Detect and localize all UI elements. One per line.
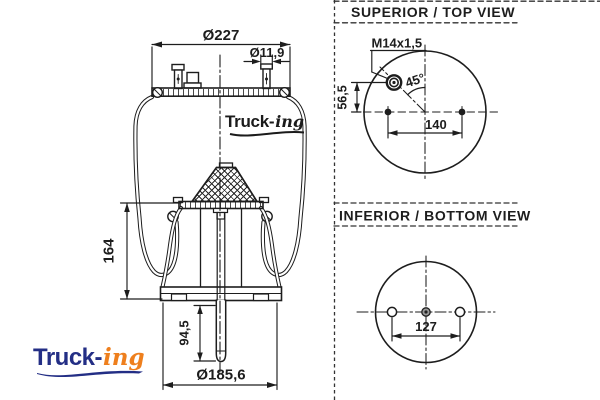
brand-name-script: ing xyxy=(103,344,145,371)
dim-offset: 56,5 xyxy=(336,85,350,109)
dim-bottom-diameter: Ø185,6 xyxy=(196,367,245,384)
bottom-view-holes xyxy=(386,306,466,318)
piston xyxy=(159,196,283,302)
top-view-dimensions xyxy=(350,49,463,139)
brand-name-bold: Truck- xyxy=(225,112,275,131)
bead-plate xyxy=(151,63,291,98)
top-view xyxy=(333,0,600,182)
elevation-dimensions xyxy=(119,41,291,391)
brand-swoosh-icon xyxy=(229,131,305,137)
dim-bolt-spacing-bottom: 127 xyxy=(415,319,437,334)
brand-logo: Truck-ing xyxy=(33,344,147,380)
angle-arc xyxy=(407,86,426,96)
dim-angle: 45° xyxy=(403,70,426,90)
dim-height: 164 xyxy=(101,238,118,264)
top-view-title: SUPERIOR / TOP VIEW xyxy=(351,4,515,20)
dim-bolt-spacing-top: 140 xyxy=(425,117,447,132)
brand-name-script: ing xyxy=(275,112,305,131)
bottom-view xyxy=(333,202,518,370)
dim-lower-stud-length: 94,5 xyxy=(177,320,192,345)
brand-logo-watermark: Truck-ing xyxy=(225,112,306,138)
brand-name-bold: Truck- xyxy=(33,344,103,371)
top-view-studs xyxy=(384,106,466,118)
air-fitting xyxy=(385,74,403,91)
dim-top-diameter: Ø227 xyxy=(203,27,240,44)
dim-thread: M14x1,5 xyxy=(372,36,423,51)
bumper xyxy=(190,162,259,220)
elevation-view xyxy=(119,41,307,391)
dim-stud-diameter: Ø11,9 xyxy=(250,45,285,60)
piston-plate-hatch xyxy=(180,202,262,208)
brand-swoosh-icon xyxy=(37,370,143,378)
lower-stud xyxy=(215,212,227,363)
bottom-view-dimensions xyxy=(391,317,461,342)
bottom-view-title: INFERIOR / BOTTOM VIEW xyxy=(339,208,531,224)
